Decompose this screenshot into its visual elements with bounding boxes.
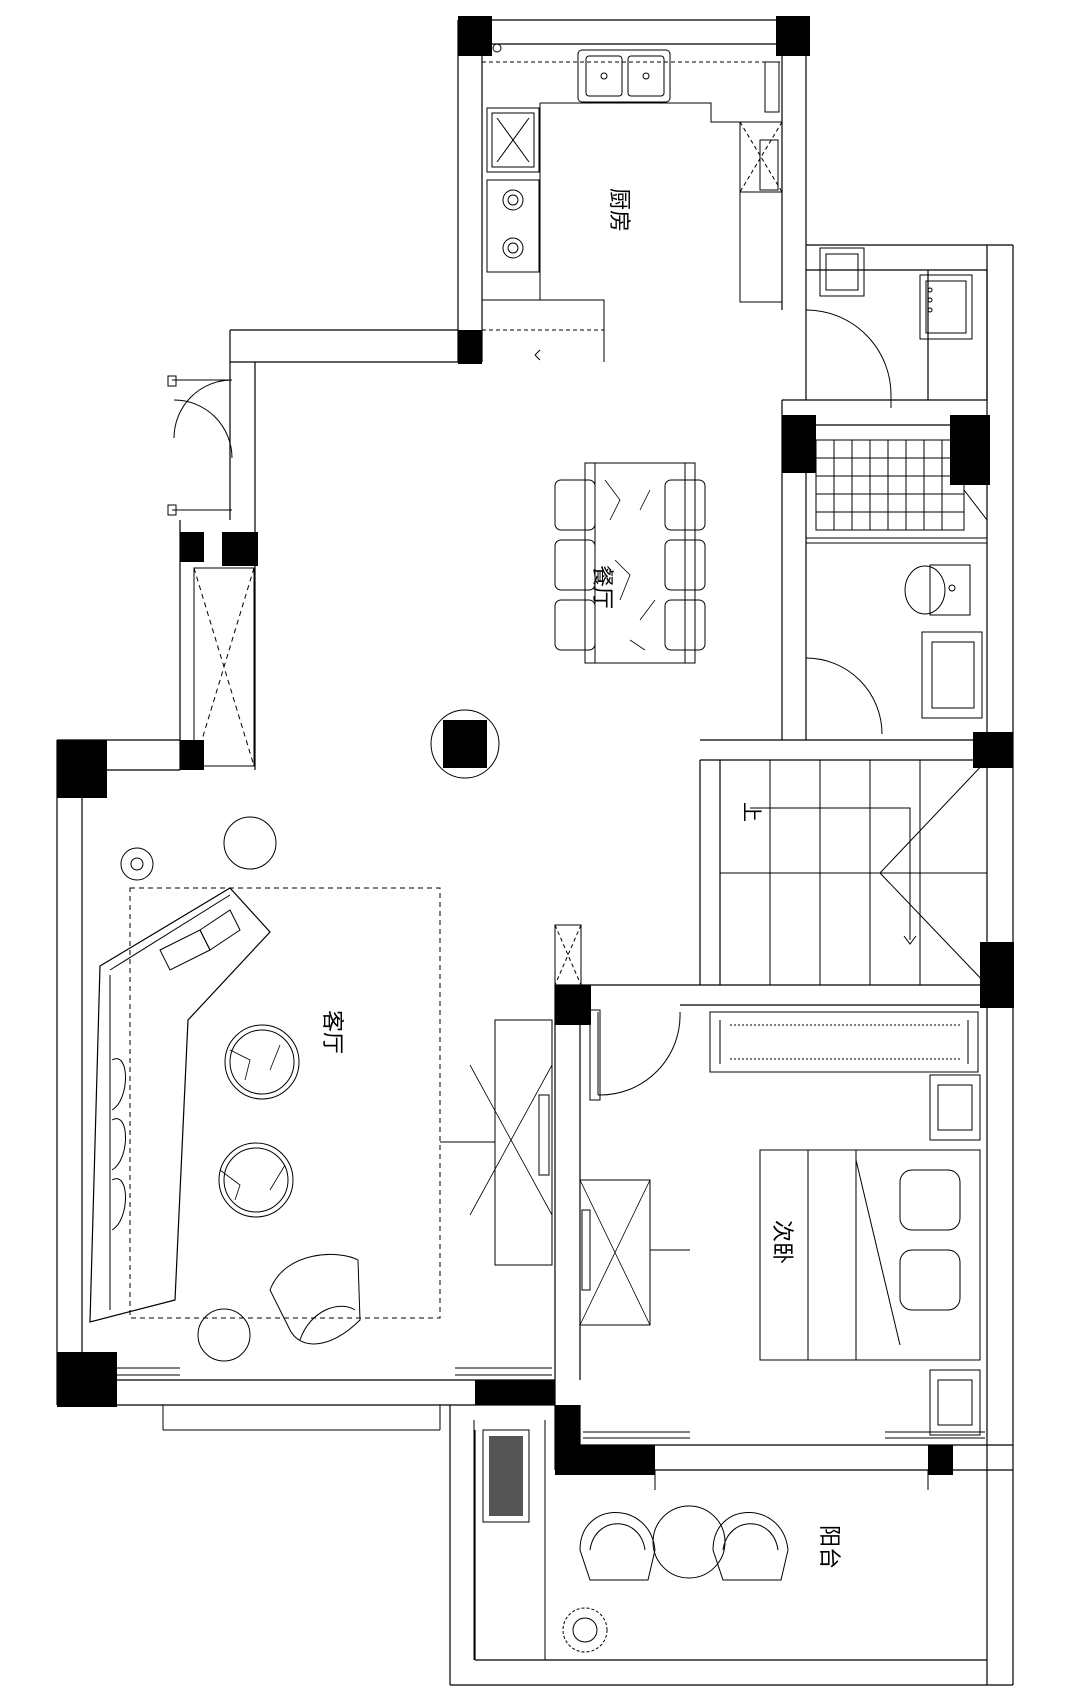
- bathroom-fixtures: [805, 439, 988, 735]
- dining-label: 餐厅: [589, 565, 614, 609]
- balcony-furniture: [473, 1420, 789, 1660]
- bedroom-furniture: [579, 1009, 981, 1436]
- living-room-furniture: [89, 816, 582, 1362]
- bedroom-label: 次卧: [769, 1220, 794, 1264]
- living-room-window: [82, 1367, 552, 1431]
- kitchen-label: 厨房: [606, 188, 631, 232]
- stair-up-label: 上: [740, 802, 764, 822]
- balcony-label: 阳台: [816, 1525, 841, 1569]
- structural-columns: [57, 16, 1014, 1475]
- staircase: [719, 759, 988, 986]
- kitchen-fixtures: [481, 43, 783, 362]
- utility-fixtures: [805, 247, 973, 408]
- dining-table: [554, 462, 706, 664]
- round-column: [430, 709, 500, 779]
- bedroom-window: [583, 1431, 985, 1490]
- living-room-label: 客厅: [319, 1010, 344, 1054]
- entry-doors: [167, 375, 255, 767]
